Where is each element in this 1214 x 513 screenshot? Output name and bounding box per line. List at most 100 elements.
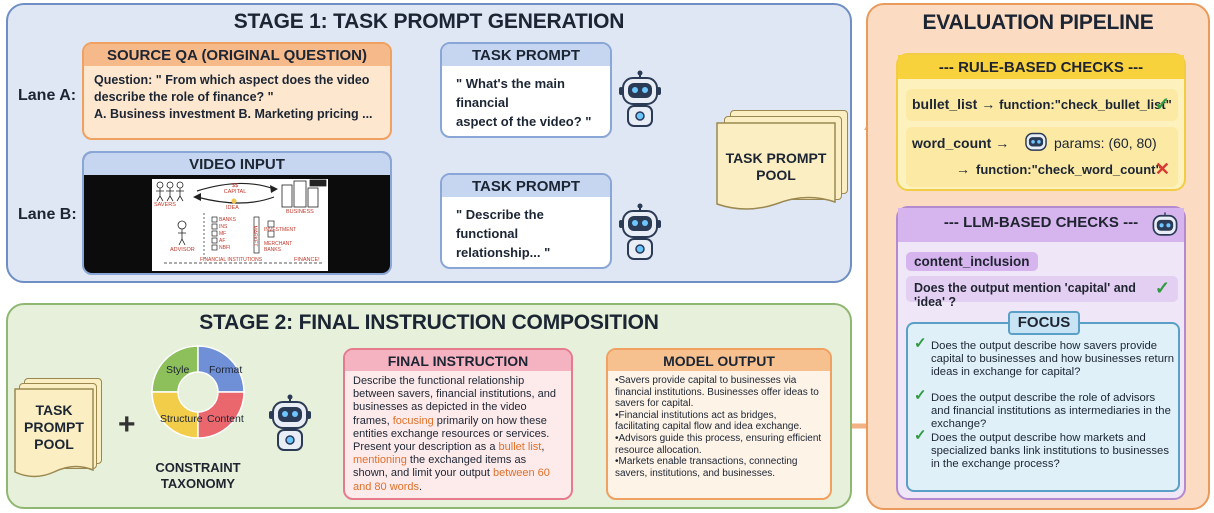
frame-label-nbfi: NBFI: [219, 245, 231, 251]
instruction-highlight-bullet-list: bullet list: [498, 441, 542, 454]
source-qa-title: SOURCE QA (ORIGINAL QUESTION): [84, 44, 390, 66]
frame-label-savers: SAVERS: [154, 202, 176, 208]
focus-item-text: Does the output describe how savers prov…: [931, 340, 1175, 378]
instruction-text-3: ,: [541, 441, 545, 454]
pool-stage1-line2: POOL: [756, 167, 796, 183]
rule-key-word-count: word_count: [912, 135, 992, 151]
video-frame: SAVERS $$ CAPITAL IDEA BUSINESS ADVISOR …: [152, 179, 328, 271]
robot-icon: [1152, 212, 1178, 236]
frame-label-market: MARKET: [251, 225, 258, 247]
model-output-title: MODEL OUTPUT: [608, 350, 830, 371]
focus-item: ✓ Does the output describe the role of a…: [914, 387, 1176, 430]
taxonomy-segment-content: [197, 391, 245, 439]
task-prompt-a-line1: " What's the main financial: [456, 76, 565, 110]
pool2-card-front: [14, 388, 94, 478]
task-prompt-a-line2: aspect of the video? ": [456, 114, 592, 129]
check-icon: ✓: [1154, 94, 1170, 114]
check-icon: ✓: [914, 387, 927, 404]
task-prompt-b-title: TASK PROMPT: [442, 175, 610, 197]
llm-based-checks-box: --- LLM-BASED CHECKS --- content_inclusi…: [896, 206, 1186, 500]
rule-function-word-count: function:"check_word_count": [976, 162, 1162, 177]
pool-stage2-line1: TASK: [35, 402, 73, 418]
frame-label-financial-institutions: FINANCIAL INSTITUTIONS: [200, 257, 263, 263]
rule-based-checks-box: --- RULE-BASED CHECKS --- bullet_list → …: [896, 53, 1186, 191]
taxonomy-label-format: Format: [209, 364, 243, 376]
task-prompt-b-line2: relationship... ": [456, 245, 551, 260]
instruction-text-5: .: [419, 480, 423, 493]
frame-label-banks: BANKS: [219, 217, 236, 223]
instruction-highlight-mentioning: mentioning: [353, 454, 407, 467]
rule-row-word-count: word_count → params: (60, 80) → function…: [906, 127, 1178, 187]
frame-label-investment: INVESTMENT: [264, 227, 297, 233]
robot-icon: [619, 203, 661, 260]
content-inclusion-tag: content_inclusion: [906, 252, 1038, 271]
evaluation-title: EVALUATION PIPELINE: [922, 11, 1154, 34]
instruction-highlight-focusing: focusing: [392, 414, 434, 427]
model-output-bullet: •Savers provide capital to businesses vi…: [615, 375, 819, 410]
rule-arrow: →: [956, 161, 970, 177]
lane-b-label: Lane B:: [18, 206, 77, 223]
model-output-bullet: •Advisors guide this process, ensuring e…: [615, 432, 822, 456]
taxonomy-title-line2: TAXONOMY: [160, 476, 236, 491]
source-qa-box: SOURCE QA (ORIGINAL QUESTION) Question: …: [82, 42, 392, 140]
focus-item-text: Does the output describe the role of adv…: [931, 392, 1171, 430]
focus-item: ✓ Does the output describe how savers pr…: [914, 335, 1176, 378]
cross-icon: ✕: [1154, 159, 1170, 179]
source-qa-line3: A. Business investment B. Marketing pric…: [94, 107, 373, 121]
video-frame-sketch: [156, 179, 327, 264]
focus-item: ✓ Does the output describe how markets a…: [914, 428, 1176, 470]
focus-box: FOCUS ✓ Does the output describe how sav…: [906, 311, 1180, 492]
frame-label-mf: MF: [219, 231, 227, 237]
rule-arrow: →: [995, 135, 1010, 151]
frame-label-merchant-banks: MERCHANT BANKS: [264, 241, 293, 253]
model-output-bullet: •Financial institutions act as bridges, …: [615, 409, 802, 433]
frame-label-idea: IDEA: [226, 205, 239, 211]
frame-label-af: AF: [219, 238, 226, 244]
final-instruction-text: Describe the functional relationship bet…: [345, 371, 571, 498]
advisor-figure: [177, 220, 187, 246]
stage1-title: STAGE 1: TASK PROMPT GENERATION: [233, 10, 625, 33]
rule-based-title: --- RULE-BASED CHECKS ---: [898, 55, 1184, 79]
pool-stage2-line3: POOL: [34, 436, 74, 452]
robot-icon: [269, 394, 311, 451]
source-qa-line2: describe the role of finance? ": [94, 90, 274, 104]
instruction-text-2: primarily on how these entities exchange…: [353, 414, 550, 454]
content-inclusion-question-text: Does the output mention 'capital' and 'i…: [914, 281, 1136, 309]
rule-key-bullet-list: bullet_list: [912, 96, 978, 112]
check-icon: ✓: [914, 335, 927, 352]
pool-stage1-line1: TASK PROMPT: [725, 150, 827, 166]
robot-icon: [619, 70, 661, 127]
model-output-bullet: •Markets enable transactions, connecting…: [615, 456, 798, 479]
taxonomy-label-structure: Structure: [160, 413, 203, 425]
frame-label-finance: FINANCE!: [294, 257, 320, 263]
focus-title: FOCUS: [1008, 311, 1080, 335]
taxonomy-label-content: Content: [207, 413, 244, 425]
robot-icon: [1025, 132, 1047, 151]
plus-sign: +: [118, 408, 136, 441]
final-instruction-box: FINAL INSTRUCTION Describe the functiona…: [343, 348, 573, 500]
stage2-title: STAGE 2: FINAL INSTRUCTION COMPOSITION: [199, 311, 659, 334]
frame-label-capital: $$ CAPITAL: [223, 183, 247, 195]
taxonomy-label-style: Style: [166, 364, 190, 376]
rule-function-bullet-list: function:"check_bullet_list": [999, 97, 1172, 112]
model-output-box: MODEL OUTPUT •Savers provide capital to …: [606, 348, 832, 500]
source-qa-line1: Question: " From which aspect does the v…: [94, 73, 370, 87]
savers-figures: [156, 181, 184, 202]
task-prompt-b-line1: " Describe the functional: [456, 207, 544, 241]
constraint-taxonomy-wheel: [151, 345, 245, 439]
business-buildings: [281, 179, 327, 208]
content-inclusion-question: Does the output mention 'capital' and 'i…: [906, 276, 1178, 309]
instruction-text-1: Describe the functional relationship bet…: [353, 375, 557, 427]
rule-arrow: →: [981, 96, 996, 112]
final-instruction-title: FINAL INSTRUCTION: [345, 350, 571, 371]
check-icon: ✓: [1154, 278, 1170, 298]
pool-stage2-line2: PROMPT: [24, 419, 84, 435]
video-input-box: VIDEO INPUT: [82, 151, 392, 275]
taxonomy-title-line1: CONSTRAINT: [155, 460, 241, 475]
task-prompt-a-title: TASK PROMPT: [442, 44, 610, 66]
rule-params-word-count: params: (60, 80): [1054, 135, 1157, 151]
task-prompt-a-box: TASK PROMPT " What's the main financial …: [440, 42, 612, 138]
frame-label-advisor: ADVISOR: [170, 247, 195, 253]
task-prompt-b-box: TASK PROMPT " Describe the functional re…: [440, 173, 612, 269]
pool-card-front: [716, 122, 836, 210]
